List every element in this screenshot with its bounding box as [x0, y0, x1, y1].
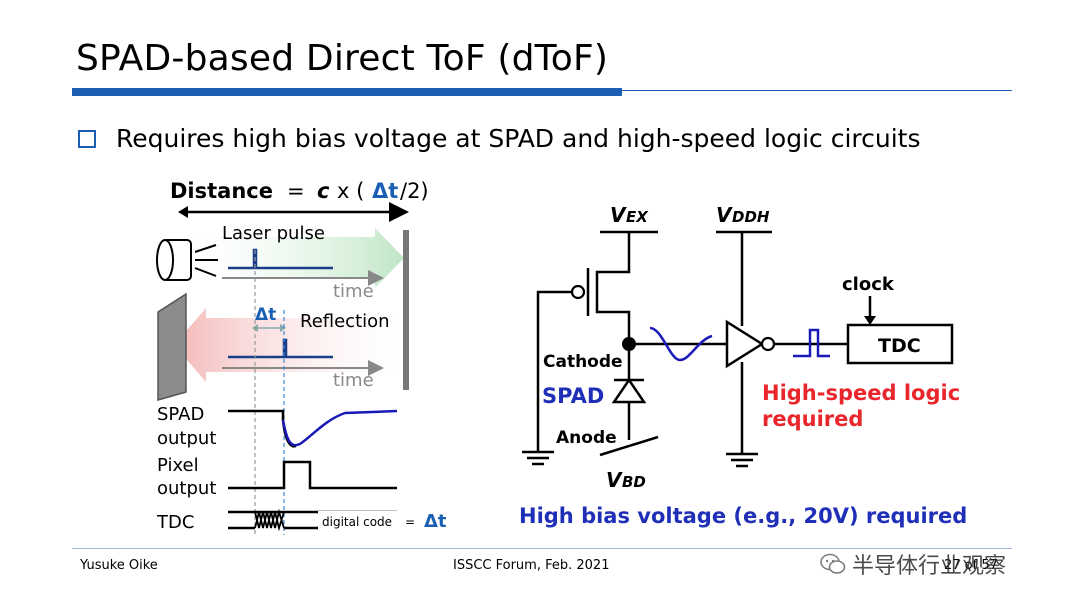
square-bullet-icon	[78, 129, 96, 148]
tdc-box	[846, 323, 954, 365]
inverter-icon	[725, 319, 765, 369]
pmos-gate-bubble	[570, 284, 586, 300]
pixel-output-label-1: Pixel	[157, 455, 199, 476]
formula-c: c	[317, 179, 330, 203]
digital-code-equals: =	[405, 515, 415, 529]
formula-distance: Distance	[170, 179, 273, 203]
vddh-label: V	[716, 203, 733, 227]
distance-arrow-left	[178, 206, 188, 218]
vbd-rail	[599, 435, 659, 457]
sensor-plate-icon	[157, 292, 187, 401]
vbd-label: V	[606, 468, 623, 492]
svg-text:BD: BD	[622, 473, 646, 491]
footer-divider	[72, 548, 1012, 549]
footer-author: Yusuke Oike	[80, 558, 158, 573]
formula-dt: Δt	[372, 179, 398, 203]
laser-ray	[194, 244, 217, 253]
svg-text:DDH: DDH	[732, 208, 770, 226]
cathode-label: Cathode	[543, 352, 623, 372]
title-underline-bar	[72, 88, 622, 96]
digital-code-dt: Δt	[424, 511, 447, 532]
high-speed-logic-line1: High-speed logic	[762, 381, 960, 405]
spad-recovery-curve	[281, 409, 398, 447]
clock-label: clock	[842, 274, 895, 295]
high-bias-voltage-text: High bias voltage (e.g., 20V) required	[519, 504, 967, 528]
pulse-waveform	[793, 328, 830, 358]
reflection-arrow-band	[174, 308, 404, 382]
formula-tail: /2)	[400, 179, 429, 203]
spad-output-label-2: output	[157, 428, 216, 449]
anode-label: Anode	[556, 428, 617, 448]
vex-label: V	[610, 203, 627, 227]
watermark-text: 半导体行业观察	[852, 554, 1007, 579]
pixel-output-waveform	[228, 460, 397, 490]
laser-arrow-band	[190, 228, 404, 288]
pixel-output-label-2: output	[157, 478, 216, 499]
delta-t-label: Δt	[255, 305, 276, 325]
footer-page-number: 27 of 57	[944, 558, 998, 573]
formula-x: x (	[337, 179, 364, 203]
formula-equals: =	[287, 179, 305, 203]
wechat-watermark: 半导体行业观察	[820, 548, 1006, 580]
tdc-box-label: TDC	[878, 335, 921, 357]
reflection-waveform	[228, 338, 333, 359]
digital-code-label: digital code	[322, 515, 392, 529]
slide-title: SPAD-based Direct ToF (dToF)	[76, 38, 609, 79]
spad-label: SPAD	[542, 384, 604, 408]
pmos-transistor	[595, 232, 631, 342]
time-label-1: time	[333, 281, 374, 302]
svg-text:EX: EX	[626, 208, 649, 226]
high-speed-logic-line2: required	[762, 407, 863, 431]
gate-wire	[536, 290, 572, 452]
cathode-waveform	[649, 326, 713, 362]
wechat-logo-icon	[820, 553, 846, 574]
spad-output-label-1: SPAD	[157, 404, 204, 425]
bullet-row: Requires high bias voltage at SPAD and h…	[78, 124, 921, 153]
reflection-label: Reflection	[300, 311, 390, 332]
tdc-clock-cycles	[254, 508, 285, 532]
laser-pulse-label: Laser pulse	[222, 223, 325, 244]
target-wall	[403, 230, 409, 390]
time-label-2: time	[333, 370, 374, 391]
footer-event: ISSCC Forum, Feb. 2021	[453, 558, 610, 573]
title-underline-thin	[622, 90, 1012, 91]
tdc-row-label: TDC	[156, 512, 194, 533]
bullet-text: Requires high bias voltage at SPAD and h…	[116, 124, 921, 153]
